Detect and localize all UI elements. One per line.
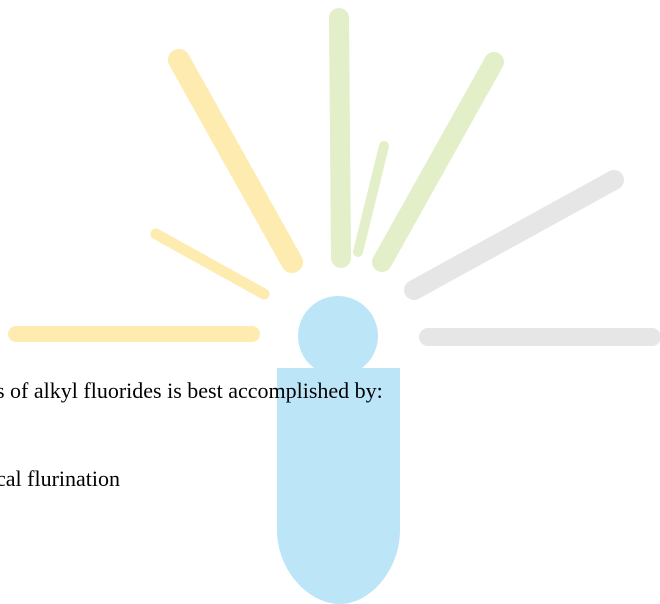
document-text-line: s of alkyl fluorides is best accomplishe… (0, 378, 383, 403)
watermark-ray (329, 8, 351, 268)
watermark-ray (353, 141, 389, 257)
watermark-ray (404, 170, 624, 300)
watermark-ray (150, 228, 270, 300)
document-text-line: cal flurination (0, 466, 121, 491)
watermark-head (298, 296, 378, 376)
watermark-ray (372, 52, 504, 272)
watermark-ray (168, 49, 303, 273)
watermark-body (277, 368, 400, 604)
